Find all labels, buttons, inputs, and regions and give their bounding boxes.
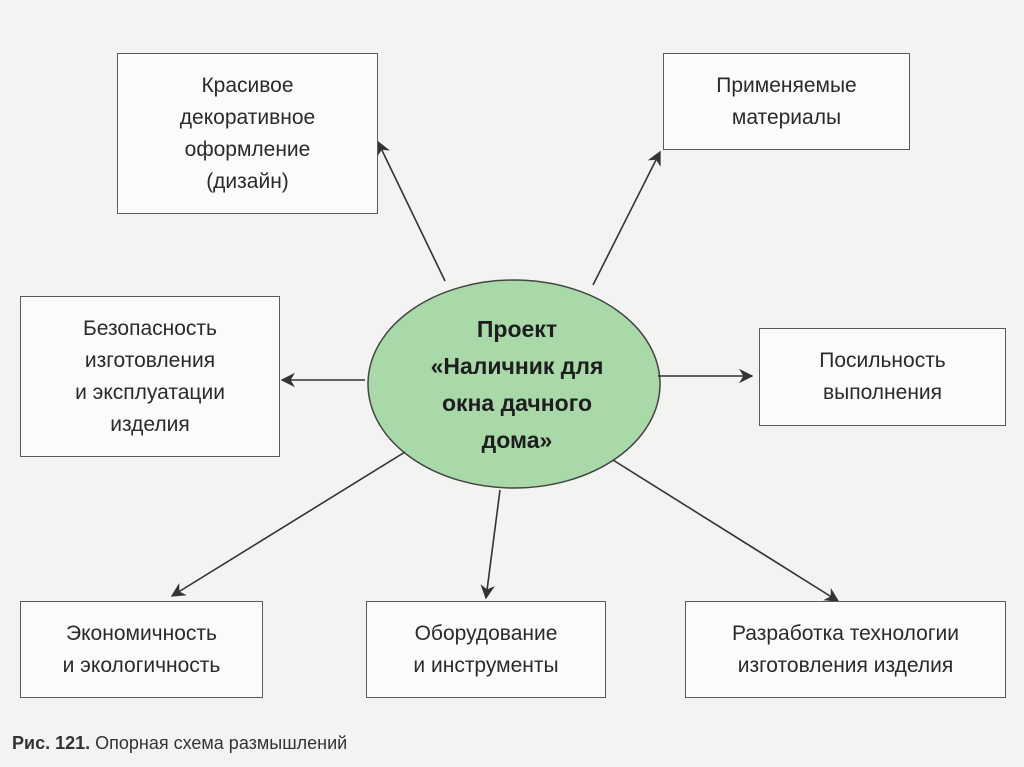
arrow-to-design (377, 140, 446, 282)
box-technology: Разработка технологии изготовления издел… (685, 601, 1006, 698)
center-ellipse (367, 279, 661, 489)
center-title: Проект «Наличник для окна дачного дома» (430, 315, 604, 453)
box-economy: Экономичность и экологичность (20, 601, 263, 698)
figure-caption-text: Опорная схема размышлений (95, 733, 348, 753)
box-safety: Безопасность изготовления и эксплуатации… (20, 296, 280, 457)
box-feasibility: Посильность выполнения (759, 328, 1006, 426)
figure-number: Рис. 121. (12, 733, 91, 753)
arrow-to-technology (612, 459, 840, 602)
box-equipment: Оборудование и инструменты (366, 601, 606, 698)
box-materials: Применяемые материалы (663, 53, 910, 150)
arrow-to-equipment (480, 489, 501, 600)
arrow-to-materials (592, 150, 661, 286)
arrow-to-economy (170, 451, 406, 597)
figure-caption: Рис. 121. Опорная схема размышлений (12, 733, 347, 754)
box-design: Красивое декоративное оформление (дизайн… (117, 53, 378, 214)
